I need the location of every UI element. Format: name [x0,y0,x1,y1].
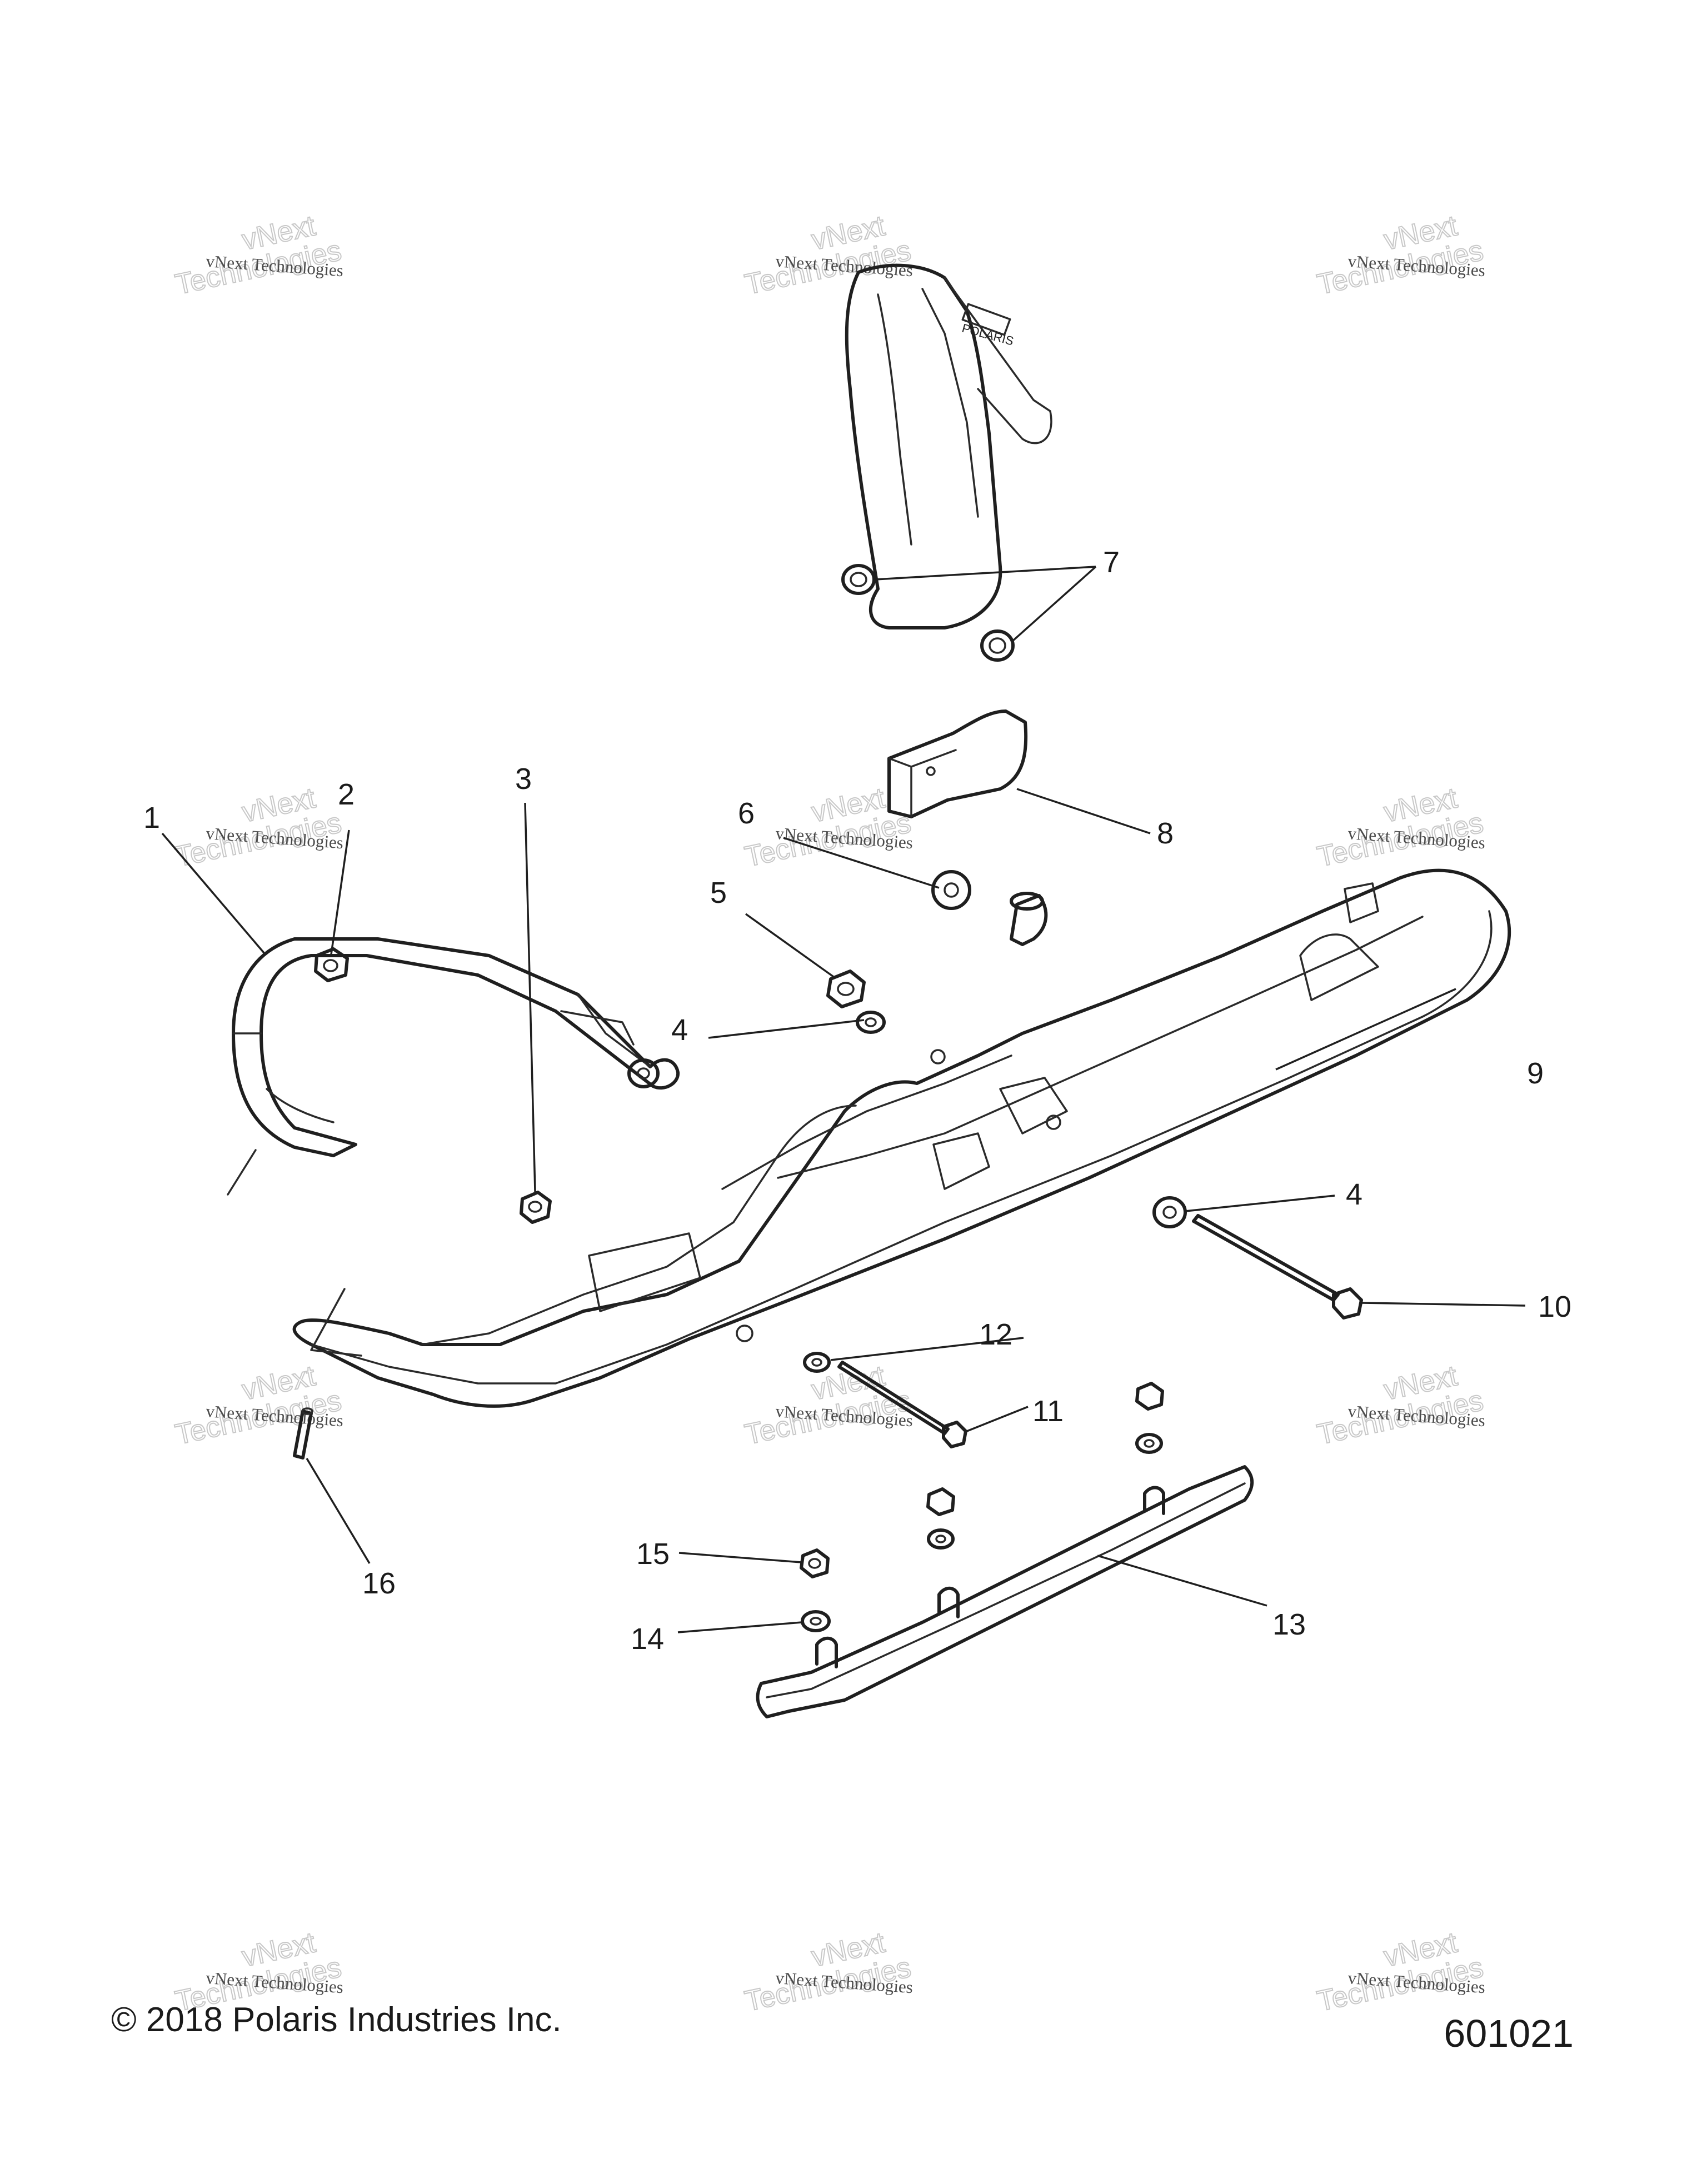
wear-block-part-8 [887,709,1028,818]
carbide-runner-part-13 [756,1465,1254,1718]
callout-labels: 1 2 3 4 4 5 6 7 8 9 10 11 12 13 14 15 16 [143,546,1571,1656]
pin-part-16 [293,1407,313,1460]
callout-4-lower: 4 [1346,1178,1362,1211]
nut-part-3 [520,1191,552,1224]
nut-part-5 [826,969,866,1008]
callout-5: 5 [710,876,727,909]
callout-13: 13 [1272,1608,1306,1641]
callout-16: 16 [362,1567,396,1600]
leader-lines [161,566,1526,1633]
callout-14: 14 [631,1622,664,1656]
callout-15: 15 [636,1537,670,1571]
callout-7: 7 [1103,546,1120,579]
callout-12: 12 [979,1318,1012,1351]
callout-6: 6 [738,797,755,830]
callout-3: 3 [515,762,532,796]
callout-2: 2 [338,778,355,811]
callout-10: 10 [1538,1290,1571,1323]
callout-8: 8 [1157,817,1174,850]
figure-number: 601021 [1444,2012,1574,2055]
ski-body-part-9 [292,868,1511,1408]
bolt-part-10 [1192,1214,1363,1320]
callout-9: 9 [1527,1057,1544,1090]
spindle-part-7: POLARIS [841,263,1052,662]
washer-part-4-lower [1152,1196,1187,1228]
washer-part-14 [801,1610,831,1632]
washer-part-4-upper [856,1011,886,1034]
callout-11: 11 [1032,1395,1064,1428]
copyright-notice: © 2018 Polaris Industries Inc. [111,2001,562,2039]
callout-4-upper: 4 [671,1013,688,1047]
nut-part-15 [800,1548,830,1578]
nut-part-2 [314,947,349,982]
callout-1: 1 [143,801,160,834]
ski-loop-part-1 [227,937,680,1196]
bolt-part-11 [837,1361,967,1448]
runner-hardware [926,1382,1164,1550]
bushing-part-6 [931,870,1048,946]
washer-part-12 [803,1352,831,1373]
